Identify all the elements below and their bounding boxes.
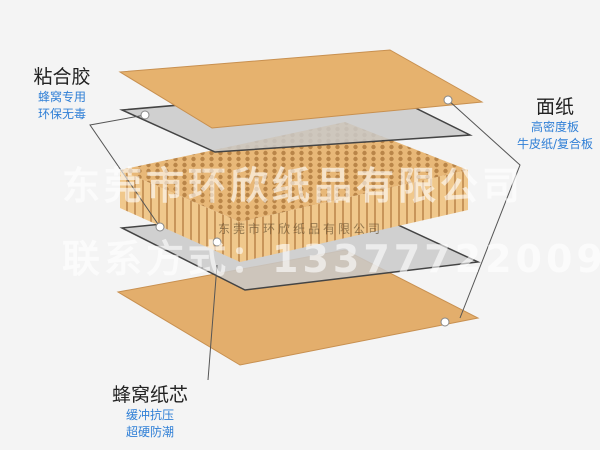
watermark-contact: 联系方式：13377722009	[62, 237, 600, 281]
marker-dots	[140, 95, 453, 327]
label-core: 蜂窝纸芯 缓冲抗压 超硬防潮	[100, 380, 200, 441]
label-core-line1: 缓冲抗压	[125, 408, 174, 422]
label-adhesive: 粘合胶 蜂窝专用 环保无毒	[22, 62, 102, 123]
watermark-company: 东莞市环欣纸品有限公司	[62, 164, 525, 208]
label-adhesive-line1: 蜂窝专用	[37, 90, 86, 104]
honeycomb-core-top	[120, 122, 468, 222]
label-adhesive-title: 粘合胶	[33, 66, 91, 88]
label-face-paper: 面纸 高密度板 牛皮纸/复合板	[510, 92, 600, 153]
label-face-paper-line2: 牛皮纸/复合板	[516, 137, 594, 151]
label-face-paper-title: 面纸	[535, 96, 574, 118]
label-adhesive-line2: 环保无毒	[37, 107, 86, 121]
label-face-paper-line1: 高密度板	[530, 120, 579, 134]
honeycomb-core-side-front	[120, 170, 240, 262]
leader-lines	[89, 99, 521, 381]
honeycomb-core-side-right	[240, 170, 468, 262]
watermark-small: 东莞市环欣纸品有限公司	[218, 222, 384, 236]
label-core-title: 蜂窝纸芯	[111, 384, 188, 406]
label-core-line2: 超硬防潮	[125, 425, 174, 439]
top-face-sheet	[118, 49, 484, 129]
